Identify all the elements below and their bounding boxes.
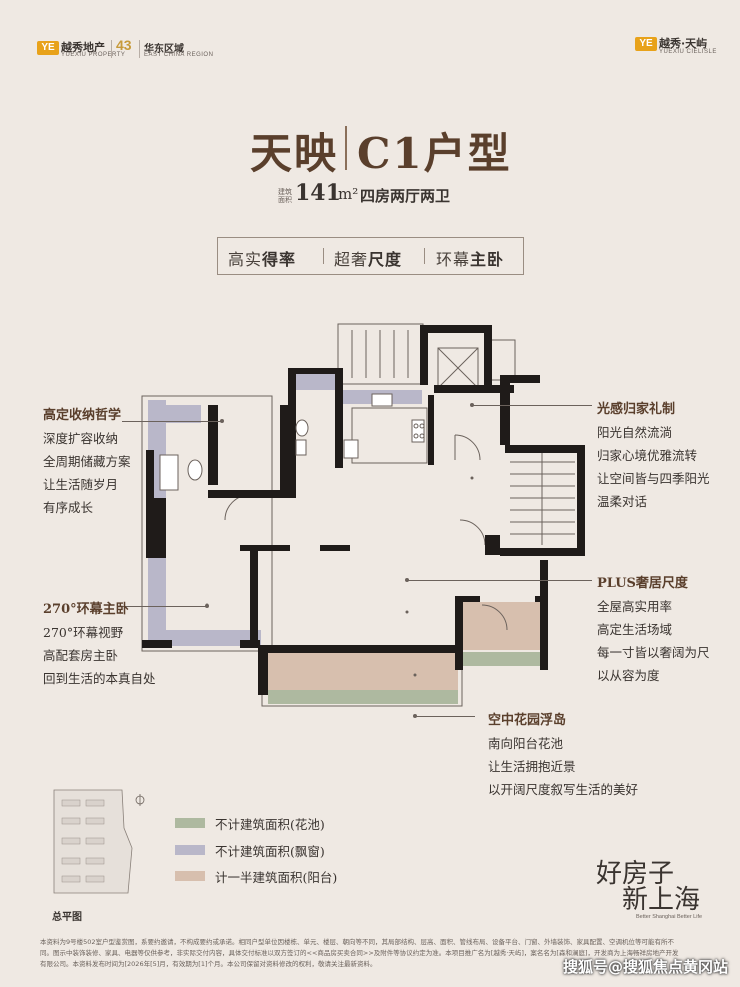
- legend-label: 不计建筑面积(飘窗): [215, 844, 325, 859]
- note-line: 温柔对话: [597, 494, 648, 509]
- slogan-sub: Better Shanghai Better Life: [636, 914, 703, 920]
- tag-item: 高实得率: [228, 250, 297, 269]
- tag-item: 环幕主卧: [436, 250, 505, 269]
- region-sub: EAST CHINA REGION: [144, 52, 214, 58]
- note-master-bedroom: 270°环幕主卧 270°环幕视野 高配套房主卧 回到生活的本真自处: [43, 598, 156, 690]
- anniversary-badge: 43: [116, 37, 132, 53]
- project-title: 天映: [250, 129, 339, 178]
- disclaimer-line: 同。图示中装饰装修、家具、电器等仅供参考，非实际交付内容，具体交付标准以双方签订…: [40, 949, 679, 957]
- note-line: 全周期储藏方案: [43, 454, 131, 469]
- tag-separator: [424, 248, 425, 264]
- note-line: 每一寸皆以奢阔为尺: [597, 645, 710, 660]
- layout-desc: 四房两厅两卫: [360, 187, 451, 205]
- note-line: 全屋高实用率: [597, 599, 673, 614]
- header-divider: [111, 40, 112, 58]
- leader-line: [415, 716, 475, 717]
- leader-dot: [405, 578, 409, 582]
- note-title: PLUS奢居尺度: [597, 576, 688, 591]
- bay-window-area: [166, 405, 201, 423]
- leader-dot: [470, 403, 474, 407]
- disclaimer-line: 本资料为9号楼502室户型鉴赏图，系要约邀请，不构成要约或承诺。相同户型单位因楼…: [40, 938, 675, 946]
- area-label-2: 面积: [278, 196, 292, 204]
- planter-area: [462, 652, 544, 666]
- note-title: 高定收纳哲学: [43, 408, 122, 423]
- legend-swatch-balcony: [175, 871, 205, 881]
- legend-swatch-planter: [175, 818, 205, 828]
- note-line: 让生活随岁月: [43, 477, 119, 492]
- tag-bar: 高实得率 超奢尺度 环幕主卧: [217, 237, 524, 275]
- legend-label: 计一半建筑面积(阳台): [215, 870, 338, 885]
- disclaimer-line: 有限公司。本资料发布时间为[2026年[5]月，有效期为[1]个月。本公司保留对…: [40, 960, 377, 968]
- note-line: 高定生活场域: [597, 622, 673, 637]
- leader-line: [407, 580, 592, 581]
- leader-line: [122, 606, 207, 607]
- bay-window-area: [295, 372, 340, 390]
- note-title: 空中花园浮岛: [488, 713, 567, 728]
- header-divider-2: [139, 40, 140, 58]
- slogan-line-2: 新上海: [622, 885, 701, 915]
- region-name: 华东区域: [144, 44, 184, 55]
- title-separator: [345, 126, 347, 170]
- note-title: 270°环幕主卧: [43, 602, 129, 617]
- note-line: 有序成长: [43, 500, 94, 515]
- leader-dot: [205, 604, 209, 608]
- brand-left-name: 越秀地产: [61, 41, 105, 54]
- note-line: 270°环幕视野: [43, 625, 124, 640]
- note-line: 深度扩容收纳: [43, 431, 119, 446]
- planter-area: [268, 690, 458, 704]
- note-title: 光感归家礼制: [597, 402, 676, 417]
- floor-plan: [141, 323, 585, 707]
- tag-item: 超奢尺度: [334, 250, 403, 269]
- legend-swatch-bay-window: [175, 845, 205, 855]
- note-line: 归家心境优雅流转: [597, 448, 698, 463]
- slogan-line-1: 好房子: [596, 859, 675, 889]
- area-value: 141: [295, 180, 341, 206]
- note-line: 让空间皆与四季阳光: [597, 471, 710, 486]
- note-line: 让生活拥抱近景: [488, 759, 576, 774]
- brand-left-sub: YUEXIU PROPERTY: [61, 52, 126, 58]
- note-line: 高配套房主卧: [43, 648, 119, 663]
- note-line: 以开阔尺度叙写生活的美好: [488, 782, 639, 797]
- note-line: 回到生活的本真自处: [43, 671, 156, 686]
- tag-separator: [323, 248, 324, 264]
- leader-dot: [220, 419, 224, 423]
- note-line: 以从容为度: [597, 668, 660, 683]
- leader-line: [472, 405, 592, 406]
- balcony-area: [462, 602, 544, 650]
- unit-title: C1户型: [357, 129, 512, 178]
- yuexiu-logo-icon: YE: [37, 41, 59, 55]
- note-entrance: 光感归家礼制 阳光自然流淌 归家心境优雅流转 让空间皆与四季阳光 温柔对话: [597, 398, 710, 513]
- note-plus-scale: PLUS奢居尺度 全屋高实用率 高定生活场域 每一寸皆以奢阔为尺 以从容为度: [597, 572, 710, 687]
- site-plan-map: [53, 789, 145, 894]
- legend-label: 不计建筑面积(花池): [215, 817, 325, 832]
- site-plan-label: 总平图: [52, 912, 82, 923]
- area-label-1: 建筑: [278, 188, 292, 196]
- note-line: 阳光自然流淌: [597, 425, 673, 440]
- watermark: 搜狐号@搜狐焦点黄冈站: [563, 958, 729, 976]
- area-unit: m²: [338, 185, 359, 203]
- note-storage: 高定收纳哲学 深度扩容收纳 全周期储藏方案 让生活随岁月 有序成长: [43, 404, 131, 519]
- note-sky-garden: 空中花园浮岛 南向阳台花池 让生活拥抱近景 以开阔尺度叙写生活的美好: [488, 709, 638, 801]
- brand-right-name: 越秀·天屿: [659, 37, 708, 50]
- bay-window-area: [166, 630, 261, 646]
- balcony-area: [268, 652, 458, 694]
- leader-line: [122, 421, 222, 422]
- leader-dot: [413, 714, 417, 718]
- note-line: 南向阳台花池: [488, 736, 564, 751]
- cielisle-logo-icon: YE: [635, 37, 657, 51]
- brand-right-sub: YUEXIU CIELISLE: [659, 49, 717, 55]
